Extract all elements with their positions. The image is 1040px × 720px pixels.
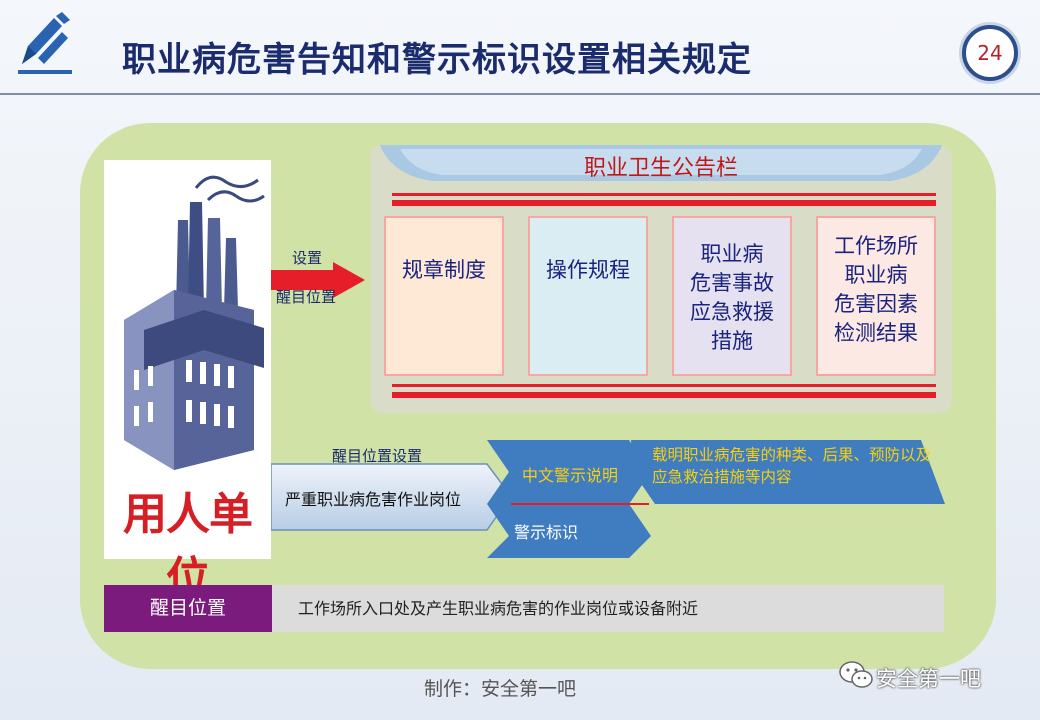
page-title: 职业病危害告知和警示标识设置相关规定 [122,40,752,80]
content-description: 载明职业病危害的种类、后果、预防以及应急救治措施等内容 [652,446,932,486]
card-procedures-text: 操作规程 [546,258,630,282]
card-procedures: 操作规程 [528,216,648,376]
setup-arrow [271,262,365,298]
card-hazard-results: 工作场所 职业病 危害因素 检测结果 [816,216,936,376]
board-top-bar-1 [392,193,936,196]
employer-box: 用人单位 [104,160,271,604]
cn-warning-label: 中文警示说明 [522,466,619,485]
position-setting-label: 醒目位置设置 [332,447,423,465]
board-title: 职业卫生公告栏 [583,156,738,181]
factory-icon [124,175,265,470]
title-divider [0,93,1040,95]
board-bottom-bar-2 [392,392,936,398]
board-bottom-bar-1 [392,384,936,387]
card-hazard-text: 工作场所 职业病 危害因素 检测结果 [834,234,918,345]
footer-credit: 制作：安全第一吧 [424,678,577,700]
warning-flow [271,440,945,558]
bottom-row-value: 工作场所入口处及产生职业病危害的作业岗位或设备附近 [272,585,944,632]
card-emergency-text: 职业病 危害事故 应急救援 措施 [690,242,774,353]
arrow-setup-label: 设置 [292,249,323,267]
watermark-text: 安全第一吧 [876,667,981,691]
board-top-bar-2 [392,200,936,206]
page-number-badge: 24 [962,25,1018,81]
card-rules: 规章制度 [384,216,504,376]
arrow-position-label: 醒目位置 [276,288,337,306]
severe-post-label: 严重职业病危害作业岗位 [285,490,462,509]
warning-sign-label: 警示标识 [514,523,579,542]
card-emergency-measures: 职业病 危害事故 应急救援 措施 [672,216,792,376]
card-rules-text: 规章制度 [402,258,486,282]
pencil-icon [18,12,72,74]
bottom-row-key: 醒目位置 [104,585,272,632]
wechat-icon [839,661,873,688]
board-header [380,145,942,181]
